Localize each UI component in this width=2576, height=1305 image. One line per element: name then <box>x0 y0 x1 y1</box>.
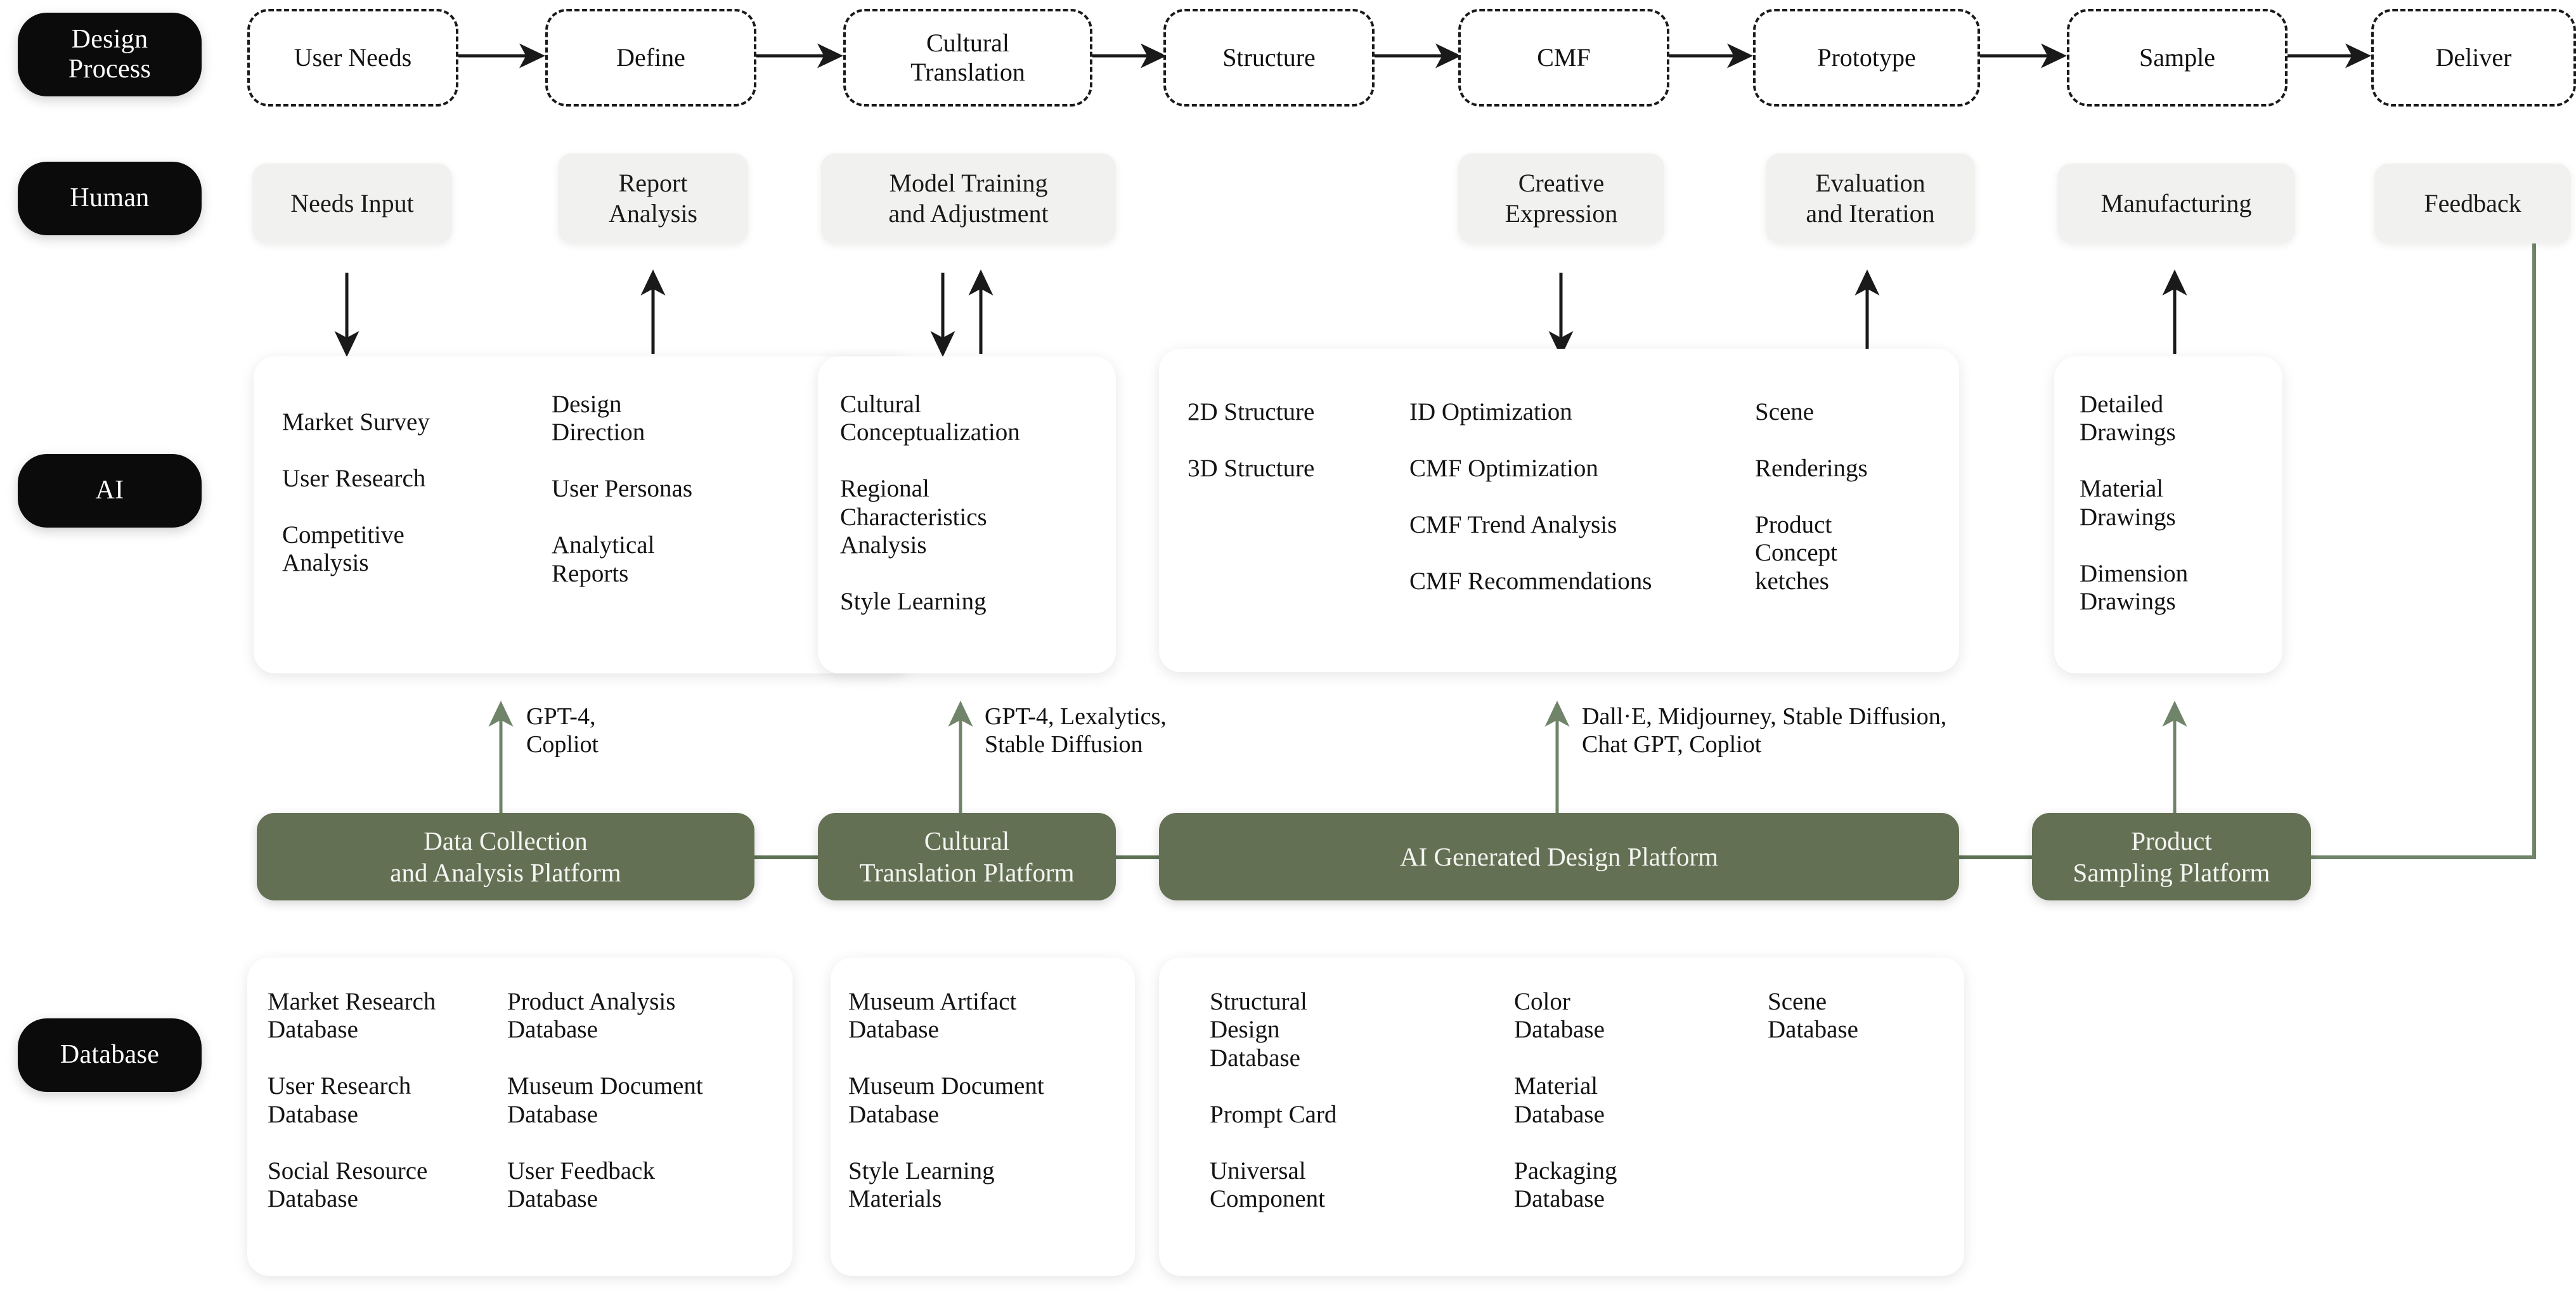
platform-label: AI Generated Design Platform <box>1399 841 1719 871</box>
platform-ai-generated-design[interactable]: AI Generated Design Platform <box>1159 813 1959 900</box>
feedback-loop-wire <box>2308 209 2536 859</box>
db-card-research[interactable]: Market Research Database User Research D… <box>247 958 793 1276</box>
ai-card-research[interactable]: Market Survey User Research Competitive … <box>254 356 913 673</box>
db-card-column: Color Database Material Database Packagi… <box>1514 988 1617 1213</box>
db-card-column: Museum Artifact Database Museum Document… <box>848 988 1044 1213</box>
process-node-user-needs[interactable]: User Needs <box>247 9 458 107</box>
process-node-structure[interactable]: Structure <box>1163 9 1375 107</box>
db-card-design[interactable]: Structural Design Database Prompt Card U… <box>1159 958 1964 1276</box>
ai-card-column: Market Survey User Research Competitive … <box>282 408 430 577</box>
tools-label-data: GPT-4, Copliot <box>526 703 599 758</box>
process-node-define[interactable]: Define <box>545 9 756 107</box>
ai-card-sampling[interactable]: Detailed Drawings Material Drawings Dime… <box>2054 356 2282 673</box>
tools-label-design: Dall·E, Midjourney, Stable Diffusion, Ch… <box>1582 703 1947 758</box>
row-label-text: Human <box>70 183 150 213</box>
process-node-label: Define <box>616 43 685 72</box>
db-card-column: Structural Design Database Prompt Card U… <box>1210 988 1337 1213</box>
process-node-deliver[interactable]: Deliver <box>2371 9 2576 107</box>
ai-card-column: Detailed Drawings Material Drawings Dime… <box>2080 391 2189 616</box>
process-node-label: CMF <box>1537 43 1591 72</box>
human-ai-arrows <box>334 269 2187 358</box>
platform-label: Data Collection and Analysis Platform <box>390 826 621 887</box>
process-node-label: User Needs <box>294 43 412 72</box>
human-node-model-training[interactable]: Model Training and Adjustment <box>821 153 1116 243</box>
ai-card-column: Design Direction User Personas Analytica… <box>552 391 693 587</box>
platform-cultural-translation[interactable]: Cultural Translation Platform <box>818 813 1116 900</box>
ai-card-cultural[interactable]: Cultural Conceptualization Regional Char… <box>818 356 1116 673</box>
platform-label: Product Sampling Platform <box>2073 826 2270 887</box>
ai-card-column: Scene Renderings Product Concept ketches <box>1755 398 1868 595</box>
row-label-design-process: Design Process <box>18 13 202 96</box>
ai-card-column: ID Optimization CMF Optimization CMF Tre… <box>1409 398 1652 595</box>
human-node-feedback[interactable]: Feedback <box>2374 164 2571 243</box>
ai-card-column: Cultural Conceptualization Regional Char… <box>840 391 1020 616</box>
row-label-database: Database <box>18 1018 202 1092</box>
human-node-label: Manufacturing <box>2100 189 2252 218</box>
process-node-label: Sample <box>2139 43 2215 72</box>
process-node-label: Prototype <box>1817 43 1916 72</box>
process-node-label: Cultural Translation <box>910 29 1025 86</box>
human-node-label: Model Training and Adjustment <box>888 169 1049 228</box>
row-label-text: AI <box>95 476 124 505</box>
db-card-column: Scene Database <box>1768 988 1858 1044</box>
human-node-label: Feedback <box>2424 189 2521 218</box>
process-node-label: Deliver <box>2435 43 2512 72</box>
human-node-creative-expression[interactable]: Creative Expression <box>1458 153 1664 243</box>
platform-data-collection[interactable]: Data Collection and Analysis Platform <box>257 813 754 900</box>
ai-card-column: 2D Structure 3D Structure <box>1188 398 1315 482</box>
platform-label: Cultural Translation Platform <box>859 826 1075 887</box>
process-node-cmf[interactable]: CMF <box>1458 9 1669 107</box>
db-card-cultural[interactable]: Museum Artifact Database Museum Document… <box>831 958 1135 1276</box>
db-card-column: Product Analysis Database Museum Documen… <box>507 988 703 1213</box>
human-node-manufacturing[interactable]: Manufacturing <box>2057 164 2295 243</box>
row-label-text: Design Process <box>68 24 152 84</box>
process-node-label: Structure <box>1222 43 1316 72</box>
process-node-sample[interactable]: Sample <box>2067 9 2288 107</box>
row-label-text: Database <box>60 1040 160 1070</box>
platform-product-sampling[interactable]: Product Sampling Platform <box>2032 813 2311 900</box>
human-node-label: Evaluation and Iteration <box>1806 169 1935 228</box>
human-node-label: Report Analysis <box>609 169 697 228</box>
tools-label-cultural: GPT-4, Lexalytics, Stable Diffusion <box>985 703 1167 758</box>
ai-card-design[interactable]: 2D Structure 3D Structure ID Optimizatio… <box>1159 349 1959 672</box>
human-node-report-analysis[interactable]: Report Analysis <box>558 153 748 243</box>
human-node-evaluation-iteration[interactable]: Evaluation and Iteration <box>1766 153 1975 243</box>
process-node-prototype[interactable]: Prototype <box>1753 9 1980 107</box>
human-node-label: Needs Input <box>290 189 414 218</box>
db-card-column: Market Research Database User Research D… <box>268 988 436 1213</box>
row-label-human: Human <box>18 162 202 235</box>
process-node-cultural-translation[interactable]: Cultural Translation <box>843 9 1092 107</box>
row-label-ai: AI <box>18 454 202 528</box>
human-node-label: Creative Expression <box>1505 169 1618 228</box>
human-node-needs-input[interactable]: Needs Input <box>252 164 452 243</box>
